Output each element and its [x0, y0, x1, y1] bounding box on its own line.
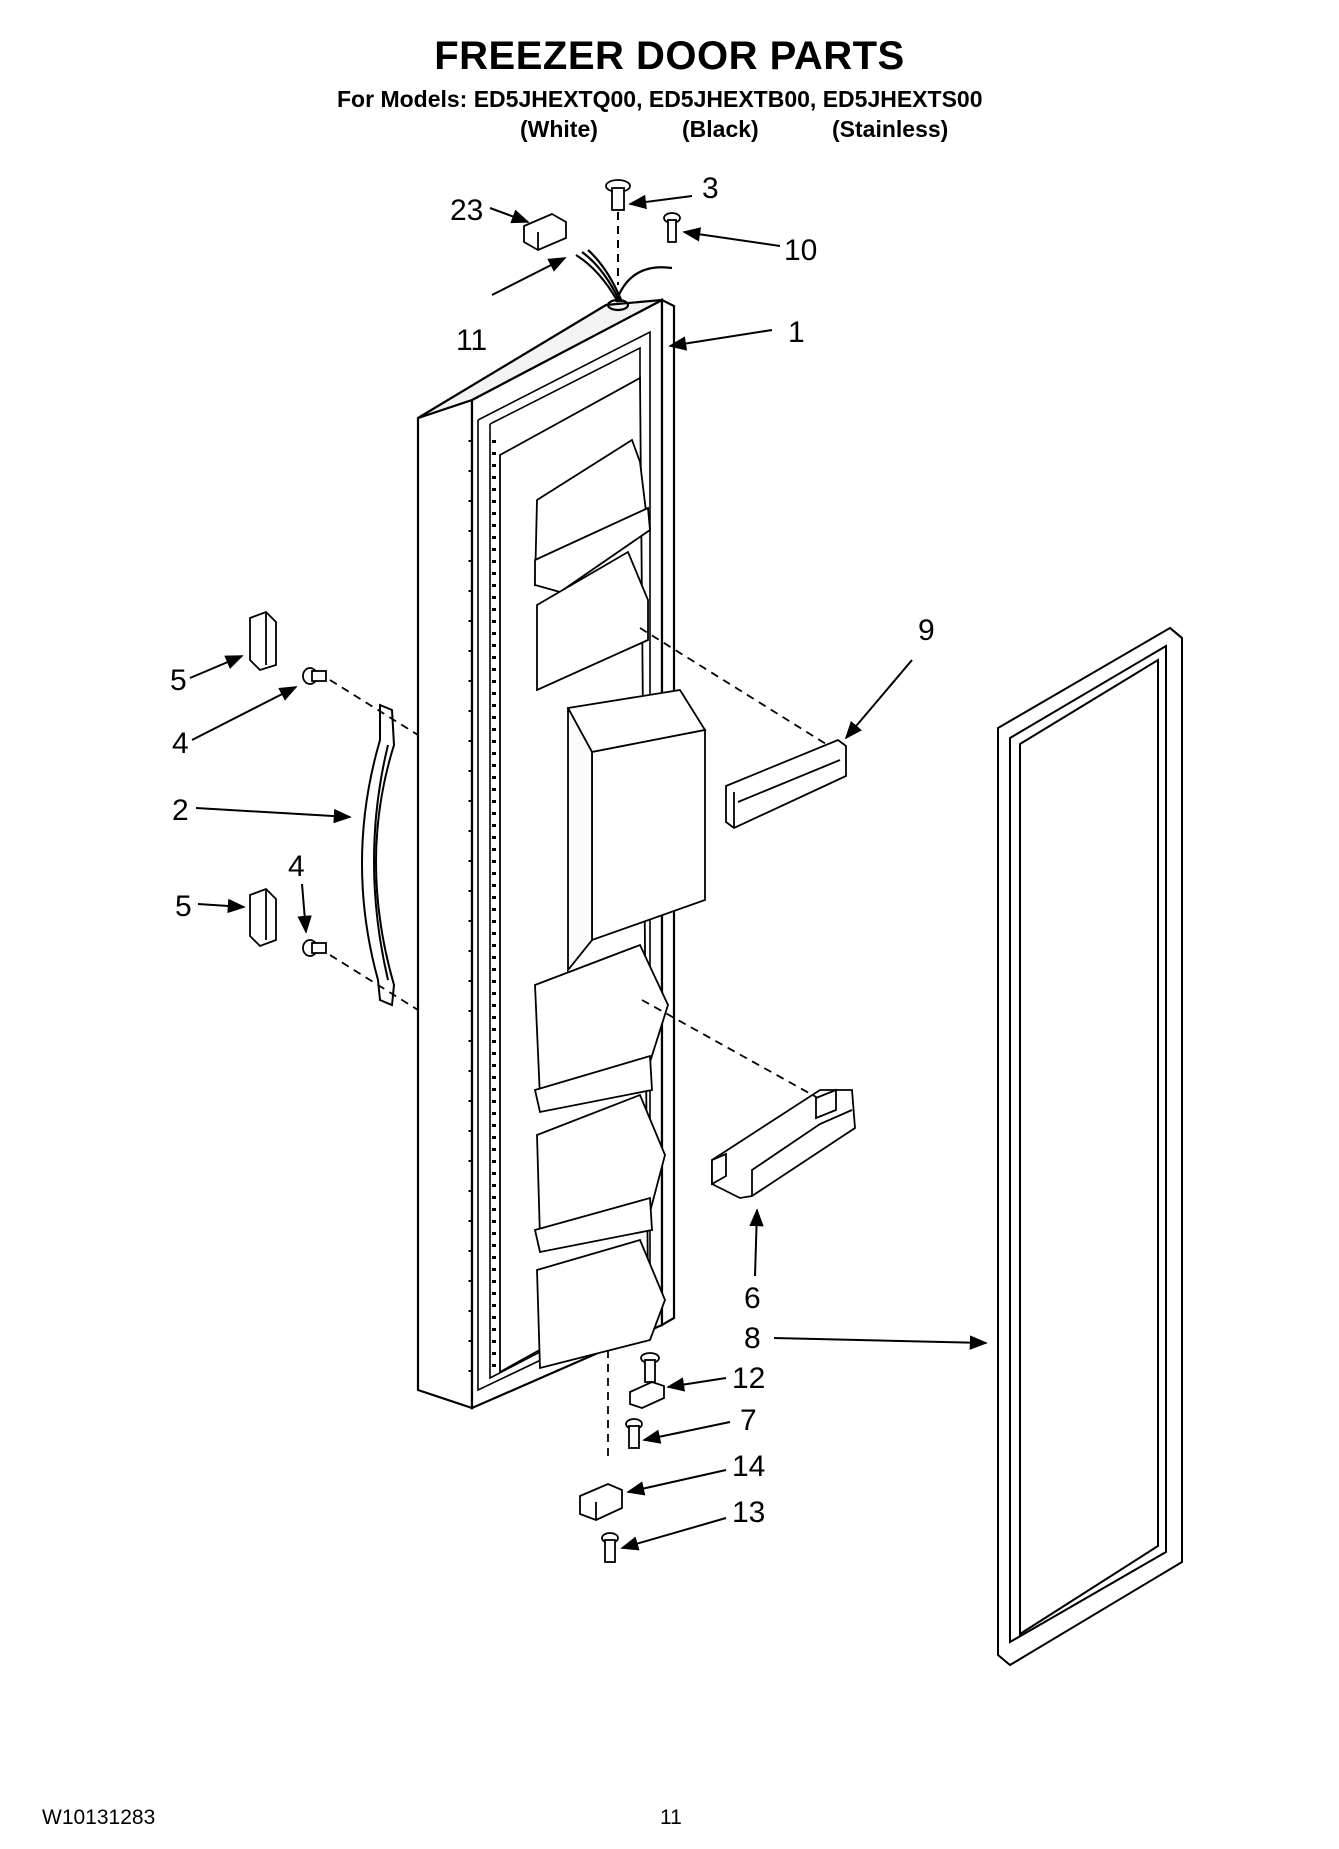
- wire-harness-part-11: [575, 249, 673, 312]
- screw-part-7: [625, 1418, 643, 1449]
- variant-white: (White): [520, 116, 598, 142]
- door-gasket-part-8: [997, 626, 1183, 1667]
- models-line: For Models: ED5JHEXTQ00, ED5JHEXTB00, ED…: [337, 86, 983, 112]
- variant-stainless: (Stainless): [832, 116, 949, 142]
- callout-23: 23: [450, 194, 483, 227]
- callout-3: 3: [702, 172, 719, 205]
- screw-part-10: [663, 212, 681, 243]
- hinge-bracket-part-14: [579, 1483, 623, 1521]
- callout-6: 6: [744, 1282, 761, 1315]
- trim-part-9: [725, 738, 847, 830]
- variant-black: (Black): [682, 116, 759, 142]
- end-cap-part-5-top: [249, 610, 277, 672]
- screw-part-4-bottom: [302, 939, 327, 957]
- callout-2: 2: [172, 794, 189, 827]
- page-title: FREEZER DOOR PARTS: [434, 34, 905, 78]
- end-cap-part-5-bottom: [249, 887, 277, 948]
- page-number: 11: [660, 1806, 682, 1829]
- connector-part-23: [523, 212, 567, 252]
- callout-1: 1: [788, 316, 805, 349]
- callout-4-top: 4: [172, 727, 189, 760]
- callout-14: 14: [732, 1450, 765, 1483]
- callout-10: 10: [784, 234, 817, 267]
- hinge-pin-part-12: [629, 1352, 665, 1409]
- screw-part-13: [601, 1532, 619, 1563]
- callout-11: 11: [456, 324, 487, 357]
- door-bin-part-6: [711, 1088, 856, 1199]
- plug-part-3: [605, 179, 631, 211]
- callout-12: 12: [732, 1362, 765, 1395]
- callout-8: 8: [744, 1322, 761, 1355]
- door-liner: [499, 376, 707, 1374]
- screw-part-4-top: [302, 667, 327, 685]
- document-number: W10131283: [42, 1806, 156, 1829]
- callout-13: 13: [732, 1496, 765, 1529]
- callout-5-bottom: 5: [175, 890, 192, 923]
- callout-5-top: 5: [170, 664, 187, 697]
- callout-7: 7: [740, 1404, 757, 1437]
- callout-4-bottom: 4: [288, 850, 305, 883]
- handle-part-2: [361, 703, 396, 1007]
- callout-9: 9: [918, 614, 935, 647]
- leader-arrows: [189, 194, 988, 1551]
